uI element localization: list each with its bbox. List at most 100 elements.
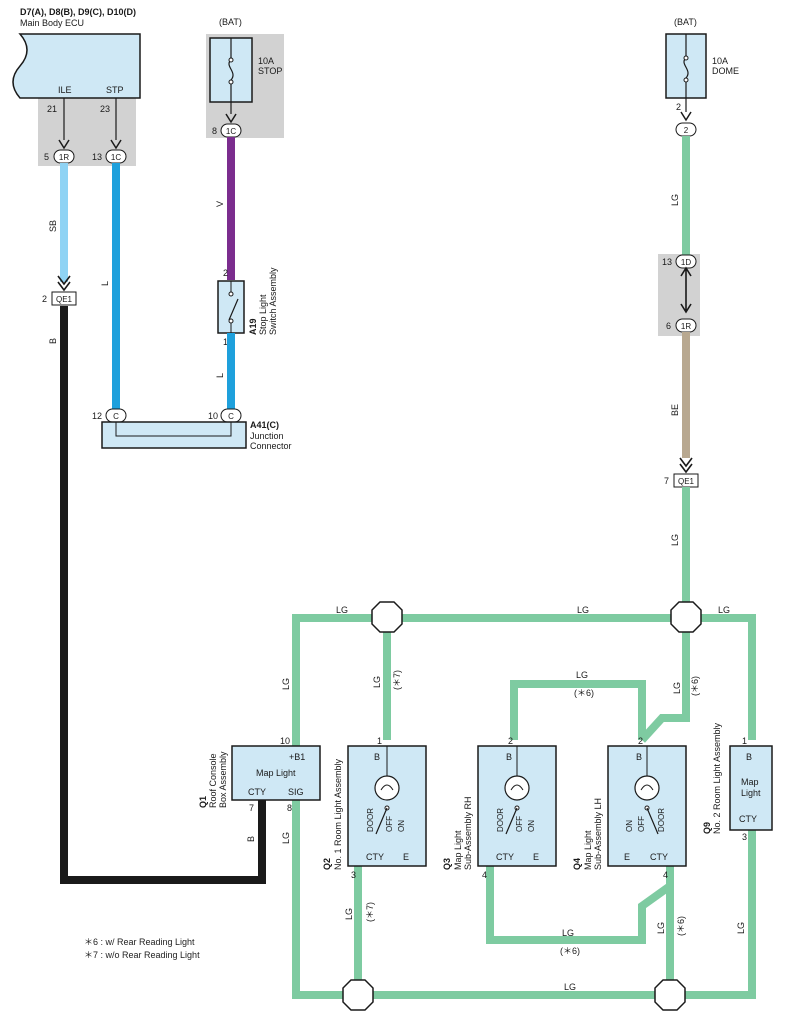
stop-switch-pin-bottom: 1 xyxy=(223,337,228,347)
stop-fuse-connector-pin: 8 xyxy=(212,126,217,136)
q2-mark7-bottom: (＊7) xyxy=(365,902,375,922)
q4-off: OFF xyxy=(637,816,646,832)
stop-fuse-arrow-icon xyxy=(225,113,237,124)
q3-pin-num-cty: 4 xyxy=(482,870,487,880)
q3-bulb-icon xyxy=(504,775,530,801)
splice-bottom-right xyxy=(654,979,686,1011)
stop-switch-pin-top: 2 xyxy=(223,268,228,278)
dome-fuse-rating: 10A xyxy=(712,56,728,66)
q3-pin-num-b: 2 xyxy=(508,736,513,746)
qe1-right-pin: 7 xyxy=(664,476,669,486)
wire-lg-dome-label: LG xyxy=(670,194,680,206)
q4-pin-cty: CTY xyxy=(650,852,668,862)
q3-pin-e: E xyxy=(533,852,539,862)
q1-pin-num-cty: 7 xyxy=(249,803,254,813)
junction-code: A41(C) xyxy=(250,420,279,430)
splice-top-left xyxy=(371,601,403,633)
q2-pin-e: E xyxy=(403,852,409,862)
q4-on: ON xyxy=(625,820,634,832)
lg-bus-network xyxy=(292,614,756,999)
q3-off: OFF xyxy=(515,816,524,832)
q3-name-1: Map Light xyxy=(453,830,463,870)
q2-bulb-icon xyxy=(374,775,400,801)
q4-mark6-top: (＊6) xyxy=(690,676,700,696)
q9-pin-b: B xyxy=(746,752,752,762)
ecu-pin-ile-num: 21 xyxy=(47,104,57,114)
junction-right-tag: C xyxy=(228,412,234,421)
dome-fuse-terminal-bottom xyxy=(683,77,689,83)
ecu-pin-stp-num: 23 xyxy=(100,104,110,114)
q9-pin-cty: CTY xyxy=(739,814,757,824)
note-7: ＊7 : w/o Rear Reading Light xyxy=(84,950,200,960)
q1-title: Map Light xyxy=(256,768,296,778)
dome-link-arrows-icon xyxy=(680,266,692,314)
wire-b-label: B xyxy=(48,338,58,344)
ecu-title: D7(A), D8(B), D9(C), D10(D) xyxy=(20,7,136,17)
stop-fuse-terminal-bottom xyxy=(228,79,234,85)
junction-box xyxy=(101,421,247,449)
q1-name-2: Box Assembly xyxy=(218,751,228,808)
q3-pin-b: B xyxy=(506,752,512,762)
wire-l-ecu-label: L xyxy=(100,281,110,286)
splice-bottom-left xyxy=(342,979,374,1011)
junction-left-pin: 12 xyxy=(92,411,102,421)
junction-name-2: Connector xyxy=(250,441,292,451)
ecu-pin-ile-label: ILE xyxy=(58,85,72,95)
wire-b xyxy=(60,306,266,884)
q1-pin-num-b1: 10 xyxy=(280,736,290,746)
q3-switch-blade-icon xyxy=(505,807,518,835)
stop-switch-contact-bottom xyxy=(228,318,234,324)
q2-on: ON xyxy=(397,820,406,832)
stop-switch-code: A19 xyxy=(248,318,258,335)
q4-pin-e: E xyxy=(624,852,630,862)
q4-pin-b: B xyxy=(636,752,642,762)
q4-mark6-bottom: (＊6) xyxy=(676,916,686,936)
junction-name-1: Junction xyxy=(250,431,284,441)
ecu-stp-arrow-icon xyxy=(110,139,122,150)
q9-pin-num-b: 1 xyxy=(742,736,747,746)
q3-mark6-bottom: (＊6) xyxy=(560,946,580,956)
dome-1r-pin: 6 xyxy=(666,321,671,331)
wire-be-label: BE xyxy=(670,404,680,416)
q1-pin-sig: SIG xyxy=(288,787,304,797)
q4-name-1: Map Light xyxy=(583,830,593,870)
q4-pin-num-b: 2 xyxy=(638,736,643,746)
qe1-right-tag: QE1 xyxy=(678,477,695,486)
q3-pin-cty: CTY xyxy=(496,852,514,862)
junction-right-pin: 10 xyxy=(208,411,218,421)
q3-code: Q3 xyxy=(442,858,452,870)
splice-top-right xyxy=(670,601,702,633)
q4-pin-num-cty: 4 xyxy=(663,870,668,880)
wire-l-switch-label: L xyxy=(215,373,225,378)
q4-door: DOOR xyxy=(657,808,666,832)
dome-fuse-connector-tag: 2 xyxy=(684,126,689,135)
ecu-pin-stp-label: STP xyxy=(106,85,124,95)
q9-code: Q9 xyxy=(702,822,712,834)
dome-fuse-arrow-icon xyxy=(680,111,692,122)
stop-switch-blade-icon xyxy=(228,298,239,321)
ecu-box xyxy=(12,33,141,99)
q4-lg-label-bottom: LG xyxy=(656,922,666,934)
q2-off: OFF xyxy=(385,816,394,832)
q2-lg-label-bottom: LG xyxy=(344,908,354,920)
bus-lg-label-2: LG xyxy=(577,605,589,615)
q9-name-1: No. 2 Room Light Assembly xyxy=(712,722,722,834)
junction-bus xyxy=(115,422,232,437)
dome-fuse-name: DOME xyxy=(712,66,739,76)
qe1-right-arrow-icon xyxy=(679,457,693,474)
q4-bulb-icon xyxy=(634,775,660,801)
bus-lg-label-3: LG xyxy=(718,605,730,615)
q2-pin-num-b: 1 xyxy=(377,736,382,746)
dome-fuse-bat: (BAT) xyxy=(674,17,697,27)
stop-fuse-rating: 10A xyxy=(258,56,274,66)
q3-mark6-top: (＊6) xyxy=(574,688,594,698)
stop-switch-name-2: Switch Assembly xyxy=(268,267,278,335)
dome-1d-pin: 13 xyxy=(662,257,672,267)
bus-lg-label-1: LG xyxy=(336,605,348,615)
q2-pin-cty: CTY xyxy=(366,852,384,862)
bus-lg-label-bottom: LG xyxy=(564,982,576,992)
q2-switch-blade-icon xyxy=(375,807,388,835)
qe1-left-tag: QE1 xyxy=(56,295,73,304)
q1-b-label: B xyxy=(246,836,256,842)
q3-on: ON xyxy=(527,820,536,832)
